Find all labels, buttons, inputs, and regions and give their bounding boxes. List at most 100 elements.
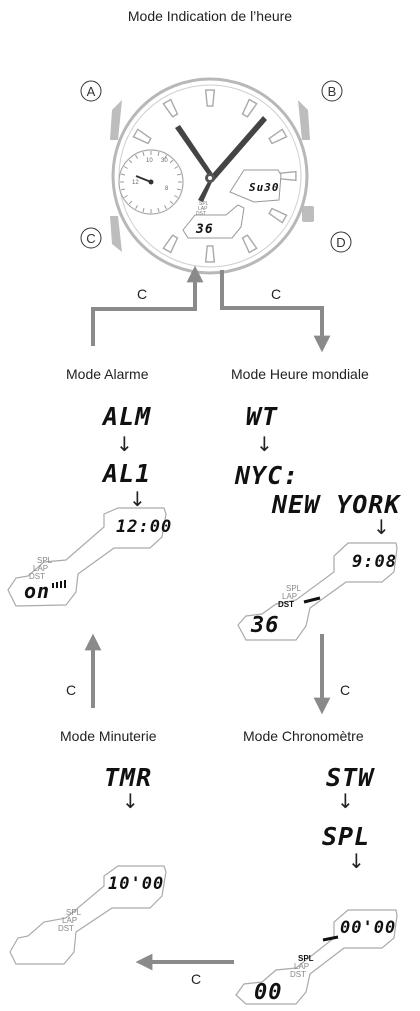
dst-indicator-bar bbox=[303, 596, 321, 604]
button-d-label[interactable]: D bbox=[330, 231, 352, 253]
worldtime-time: 9:08 bbox=[352, 552, 397, 572]
day-date-display: Su30 bbox=[249, 181, 280, 194]
worldtime-indicator-spl: SPL bbox=[286, 584, 302, 593]
crown bbox=[302, 206, 314, 222]
sub-dial-tick bbox=[164, 154, 167, 159]
stopwatch-indicator-spl: SPL bbox=[298, 954, 314, 963]
svg-text:C: C bbox=[86, 231, 95, 246]
transition-c-label: C bbox=[137, 286, 148, 302]
title-world-time-mode: Mode Heure mondiale bbox=[231, 366, 369, 382]
date-display: 36 bbox=[195, 222, 214, 237]
svg-text:B: B bbox=[328, 84, 337, 99]
stopwatch-indicator-dst: DST bbox=[290, 970, 306, 979]
arrow-time-to-worldtime bbox=[220, 270, 331, 353]
center-pin-cap bbox=[208, 176, 212, 180]
transition-c-label: C bbox=[340, 682, 351, 698]
alarm-time: 12:00 bbox=[116, 517, 173, 537]
sub-dial-tick bbox=[128, 159, 133, 164]
worldtime-city-code: NYC: bbox=[235, 461, 300, 490]
dial-indicator-spl: SPL bbox=[199, 201, 209, 207]
alarm-status: on bbox=[24, 579, 51, 603]
button-a-label[interactable]: A bbox=[80, 80, 102, 102]
timer-indicator-spl: SPL bbox=[66, 908, 82, 917]
button-b-label[interactable]: B bbox=[321, 80, 343, 102]
down-arrow: ↓ bbox=[373, 515, 390, 539]
sub-dial-ticks bbox=[120, 151, 182, 213]
upper-lcd-window bbox=[229, 169, 282, 203]
title-timer-mode: Mode Minuterie bbox=[60, 728, 157, 744]
hour-marker bbox=[204, 89, 216, 107]
spl-indicator-bar bbox=[322, 935, 339, 942]
stopwatch-step-1: STW bbox=[326, 763, 375, 792]
sub-dial-tick bbox=[157, 207, 160, 213]
watch-face-illustration: 10 30 12 8 Su30 36 SPL LAP DST A B C D bbox=[80, 77, 352, 275]
sub-dial-mark-8: 8 bbox=[165, 186, 169, 192]
sub-dial-tick bbox=[135, 205, 138, 210]
alarm-indicator-lap: LAP bbox=[33, 564, 49, 573]
sub-dial-tick bbox=[157, 151, 160, 157]
timer-indicator-dst: DST bbox=[58, 924, 74, 933]
sub-dial-tick bbox=[135, 154, 138, 159]
sub-dial-tick bbox=[142, 207, 145, 213]
worldtime-indicator-dst: DST bbox=[278, 600, 294, 609]
button-c-pusher bbox=[110, 216, 122, 252]
sub-dial-tick bbox=[120, 173, 126, 176]
down-arrow: ↓ bbox=[129, 487, 146, 511]
hour-marker bbox=[162, 234, 179, 254]
stopwatch-indicator-lap: LAP bbox=[294, 962, 310, 971]
sub-dial-tick bbox=[142, 151, 145, 157]
worldtime-lower-display: 36 bbox=[251, 613, 280, 638]
button-c-label[interactable]: C bbox=[80, 227, 102, 249]
arrow-alarm-to-time bbox=[91, 265, 204, 346]
hour-marker bbox=[132, 128, 152, 145]
transition-c-label: C bbox=[271, 286, 282, 302]
dial-indicator-dst: DST bbox=[196, 211, 206, 217]
sub-dial-tick bbox=[176, 173, 182, 176]
sub-dial-tick bbox=[123, 166, 128, 169]
sub-dial-tick bbox=[123, 195, 128, 198]
worldtime-step-1: WT bbox=[246, 402, 279, 431]
down-arrow: ↓ bbox=[337, 789, 354, 813]
alarm-indicator-dst: DST bbox=[29, 572, 45, 581]
alarm-indicator-spl: SPL bbox=[37, 556, 53, 565]
sub-dial-tick bbox=[164, 205, 167, 210]
lower-lcd-window bbox=[182, 204, 245, 239]
alarm-signal-icon bbox=[52, 580, 66, 588]
sub-dial-mark-10: 10 bbox=[146, 158, 153, 164]
sub-dial-mark-30: 30 bbox=[161, 158, 168, 164]
stopwatch-time: 00'00 bbox=[340, 918, 397, 938]
dial-indicator-lap: LAP bbox=[198, 206, 208, 212]
sub-dial-tick bbox=[176, 188, 182, 191]
sub-dial-hand bbox=[135, 175, 152, 183]
hour-marker bbox=[241, 234, 258, 254]
minute-hand bbox=[207, 116, 267, 182]
title-alarm-mode: Mode Alarme bbox=[66, 366, 149, 382]
hour-marker bbox=[268, 207, 288, 224]
down-arrow: ↓ bbox=[256, 432, 273, 456]
title-stopwatch-mode: Mode Chronomètre bbox=[243, 728, 364, 744]
down-arrow: ↓ bbox=[122, 789, 139, 813]
alarm-step-1: ALM bbox=[103, 402, 152, 431]
down-arrow: ↓ bbox=[348, 849, 365, 873]
sub-dial-tick bbox=[128, 200, 133, 205]
sub-dial-tick bbox=[174, 195, 179, 198]
stopwatch-step-2: SPL bbox=[322, 822, 371, 851]
svg-text:D: D bbox=[336, 235, 345, 250]
timer-time: 10'00 bbox=[108, 874, 165, 894]
svg-text:A: A bbox=[87, 84, 96, 99]
title-time-mode: Mode Indication de l’heure bbox=[127, 8, 293, 24]
hour-hand bbox=[175, 125, 213, 178]
side-buttons bbox=[110, 100, 314, 252]
worldtime-indicator-lap: LAP bbox=[282, 592, 298, 601]
sub-dial-tick bbox=[169, 200, 174, 205]
transition-c-label: C bbox=[191, 971, 202, 987]
button-a-pusher bbox=[110, 100, 122, 140]
stopwatch-lower-display: 00 bbox=[254, 980, 283, 1005]
down-arrow: ↓ bbox=[116, 432, 133, 456]
sub-dial-mark-12: 12 bbox=[132, 180, 139, 186]
